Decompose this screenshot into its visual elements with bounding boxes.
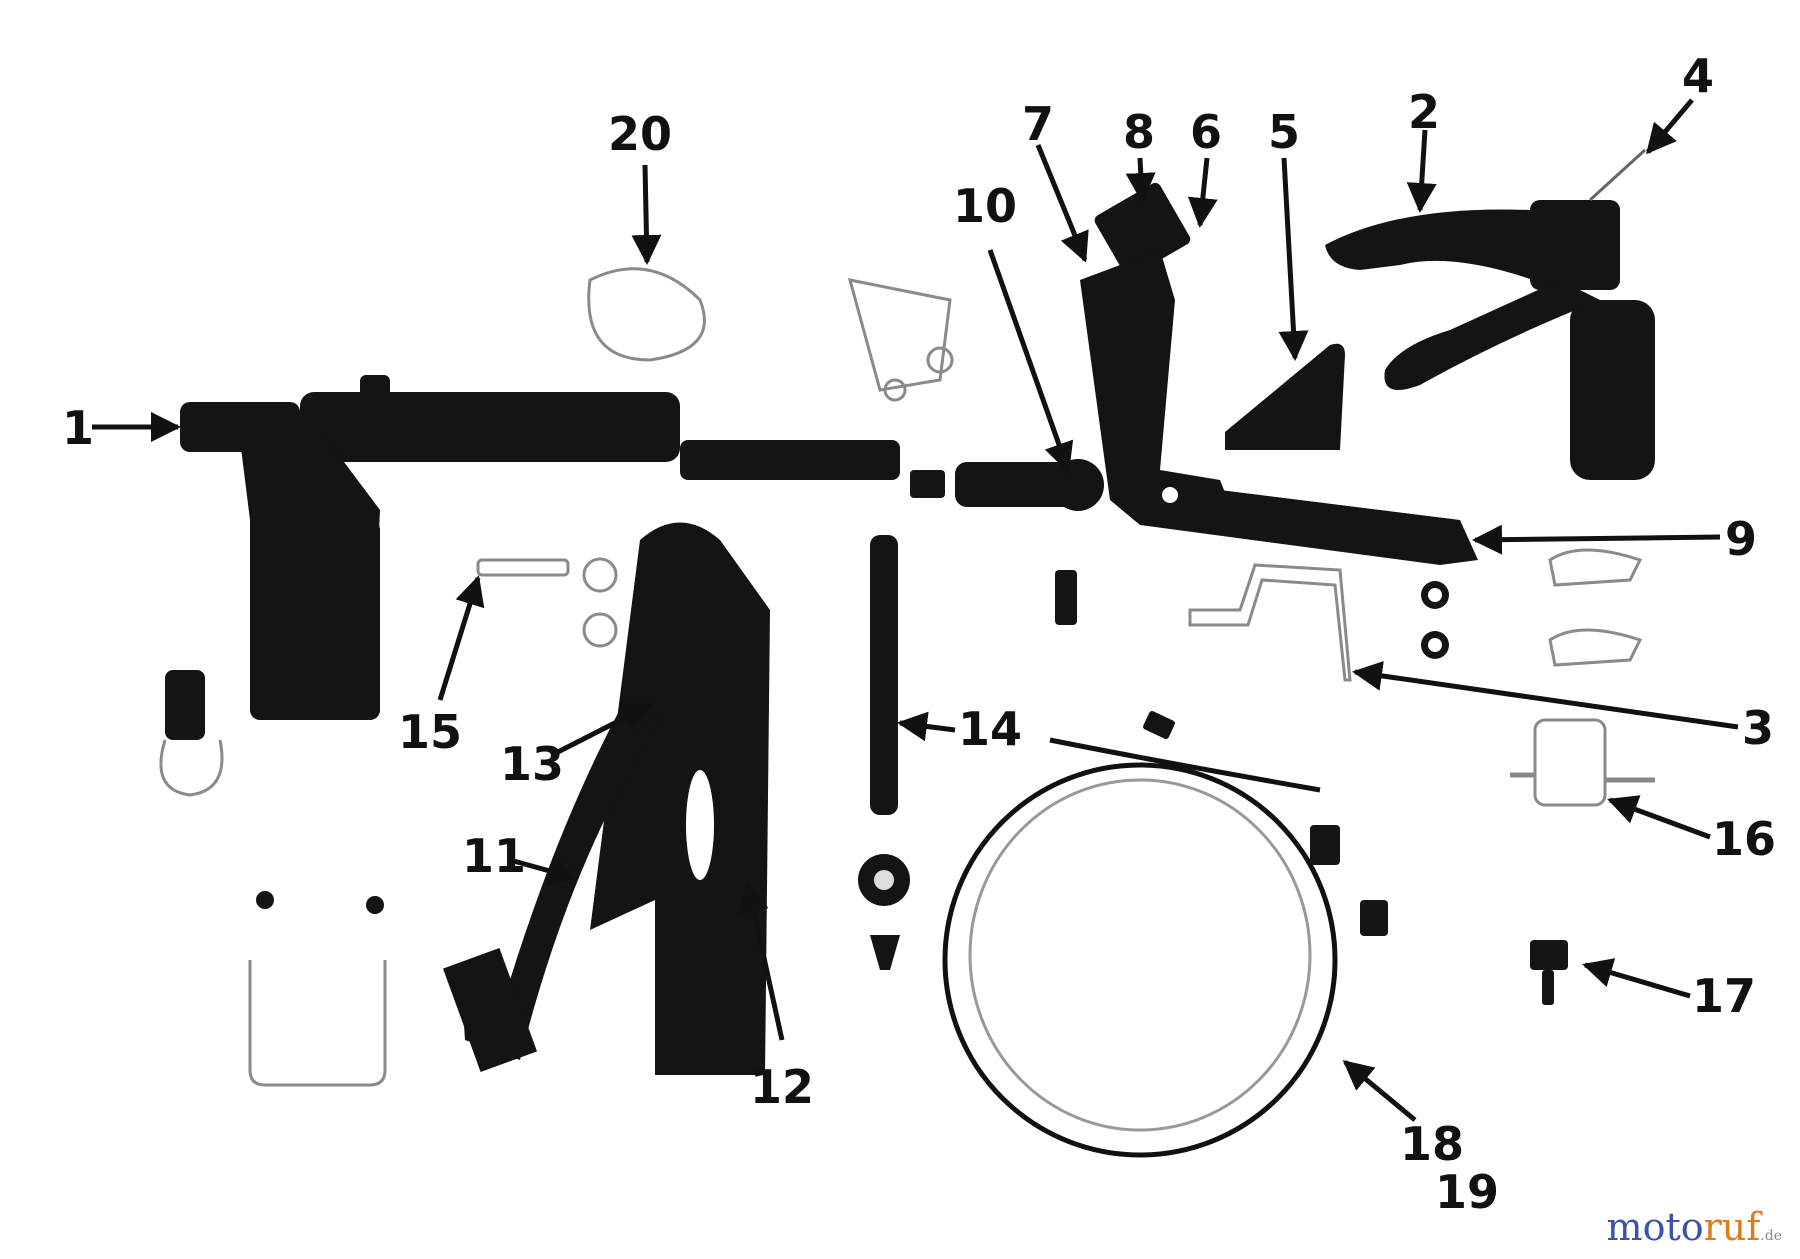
callout-2: 2: [1408, 85, 1440, 139]
callout-9: 9: [1725, 512, 1757, 566]
callout-5: 5: [1268, 105, 1300, 159]
callout-17: 17: [1692, 969, 1756, 1023]
callout-8: 8: [1123, 105, 1155, 159]
part-1-shaft: [159, 375, 1104, 797]
callout-12: 12: [750, 1060, 814, 1114]
part-16-switch: [1510, 718, 1655, 807]
watermark-part2: ruf: [1703, 1205, 1761, 1249]
callout-16: 16: [1712, 812, 1776, 866]
callout-6: 6: [1190, 105, 1222, 159]
part-4-wire: [1588, 148, 1647, 202]
callout-1: 1: [62, 401, 94, 455]
callout-18: 18: [1400, 1117, 1464, 1171]
callout-19: 19: [1435, 1165, 1499, 1219]
leader-lines: [92, 98, 1739, 1122]
part-13-pedal-lever: [442, 522, 770, 1075]
callout-10: 10: [953, 179, 1017, 233]
u-bolt: [248, 891, 387, 1087]
part-7-l-arm: [1080, 182, 1478, 565]
callout-14: 14: [958, 702, 1022, 756]
watermark-suffix: .de: [1760, 1228, 1782, 1244]
part-14-rod: [858, 535, 910, 970]
part-3-bracket: [1188, 563, 1352, 682]
callout-labels: 1 2 3 4 5 6 7 8 9 10 11 12 13 14 15 16 1…: [62, 49, 1776, 1219]
callout-4: 4: [1682, 49, 1714, 103]
part-20-bracket: [587, 267, 954, 402]
callout-7: 7: [1022, 97, 1054, 151]
part-2-steering-arm: [1325, 148, 1655, 480]
small-hardware: [476, 548, 1643, 667]
part-18-wire-harness: [942, 711, 1388, 1158]
callout-20: 20: [608, 107, 672, 161]
watermark-part1: moto: [1606, 1205, 1704, 1249]
part-17-toggle-switch: [1530, 940, 1568, 1005]
callout-3: 3: [1742, 701, 1774, 755]
callout-15: 15: [398, 705, 462, 759]
callout-11: 11: [462, 829, 526, 883]
part-5-triangle-plate: [1225, 343, 1345, 450]
watermark-logo: motoruf.de: [1607, 1205, 1782, 1249]
callout-13: 13: [500, 737, 564, 791]
